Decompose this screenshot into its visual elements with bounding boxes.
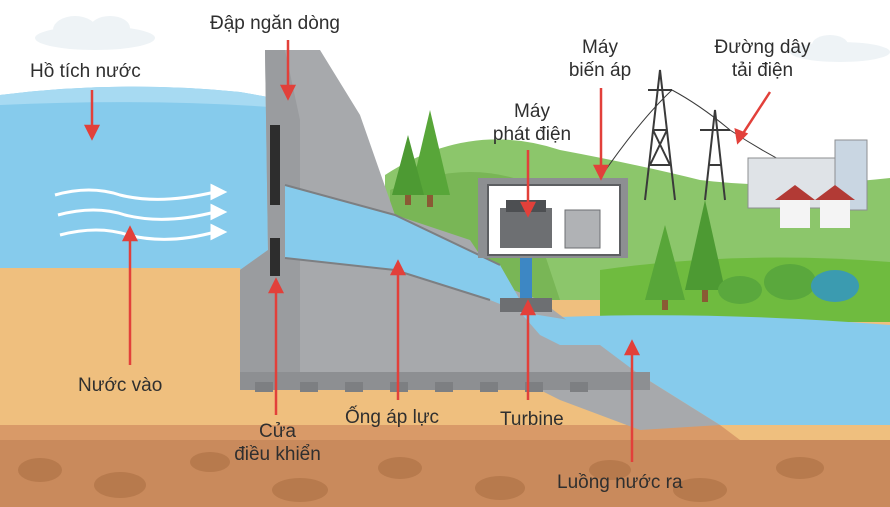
- label-powerline-line2: tải điện: [731, 60, 794, 81]
- label-powerline-line1: Đường dây: [714, 37, 811, 58]
- penstock-pipe: [285, 185, 520, 312]
- label-penstock: Ống áp lực: [345, 407, 440, 428]
- label-reservoir: Hồ tích nước: [30, 61, 141, 82]
- soil-stones: [18, 452, 824, 502]
- label-transformer-line2: biến áp: [568, 60, 632, 81]
- label-generator-line1: Máy: [514, 101, 550, 122]
- label-powerline: Đường dây tải điện: [705, 36, 820, 82]
- label-dam: Đập ngăn dòng: [210, 13, 340, 34]
- reservoir-water: [0, 86, 285, 276]
- label-generator-line2: phát điện: [492, 124, 572, 145]
- house-icon: [747, 139, 868, 228]
- clouds: [35, 16, 890, 62]
- foundation: [240, 372, 650, 392]
- label-turbine: Turbine: [500, 409, 564, 430]
- annotation-arrows: [83, 40, 772, 462]
- dam-shadow: [240, 50, 300, 390]
- power-house: [478, 178, 628, 312]
- dam-body: [240, 50, 720, 430]
- soil-top: [0, 425, 740, 440]
- reservoir-surface: [0, 86, 285, 108]
- label-transformer-line1: Máy: [582, 37, 618, 58]
- gate-upper: [270, 125, 280, 205]
- tailrace: [520, 312, 640, 345]
- label-generator: Máy phát điện: [482, 100, 582, 146]
- label-gate: Cửa điều khiển: [220, 420, 335, 466]
- label-water-in: Nước vào: [78, 375, 163, 396]
- label-outflow: Luồng nước ra: [557, 472, 683, 493]
- label-transformer: Máy biến áp: [555, 36, 645, 82]
- label-gate-line2: điều khiển: [234, 444, 321, 465]
- bushes: [718, 264, 859, 304]
- pine-tree-icon: [392, 110, 725, 310]
- label-gate-line1: Cửa: [258, 421, 296, 442]
- soil-layer: [0, 440, 890, 507]
- gate-lower: [270, 238, 280, 276]
